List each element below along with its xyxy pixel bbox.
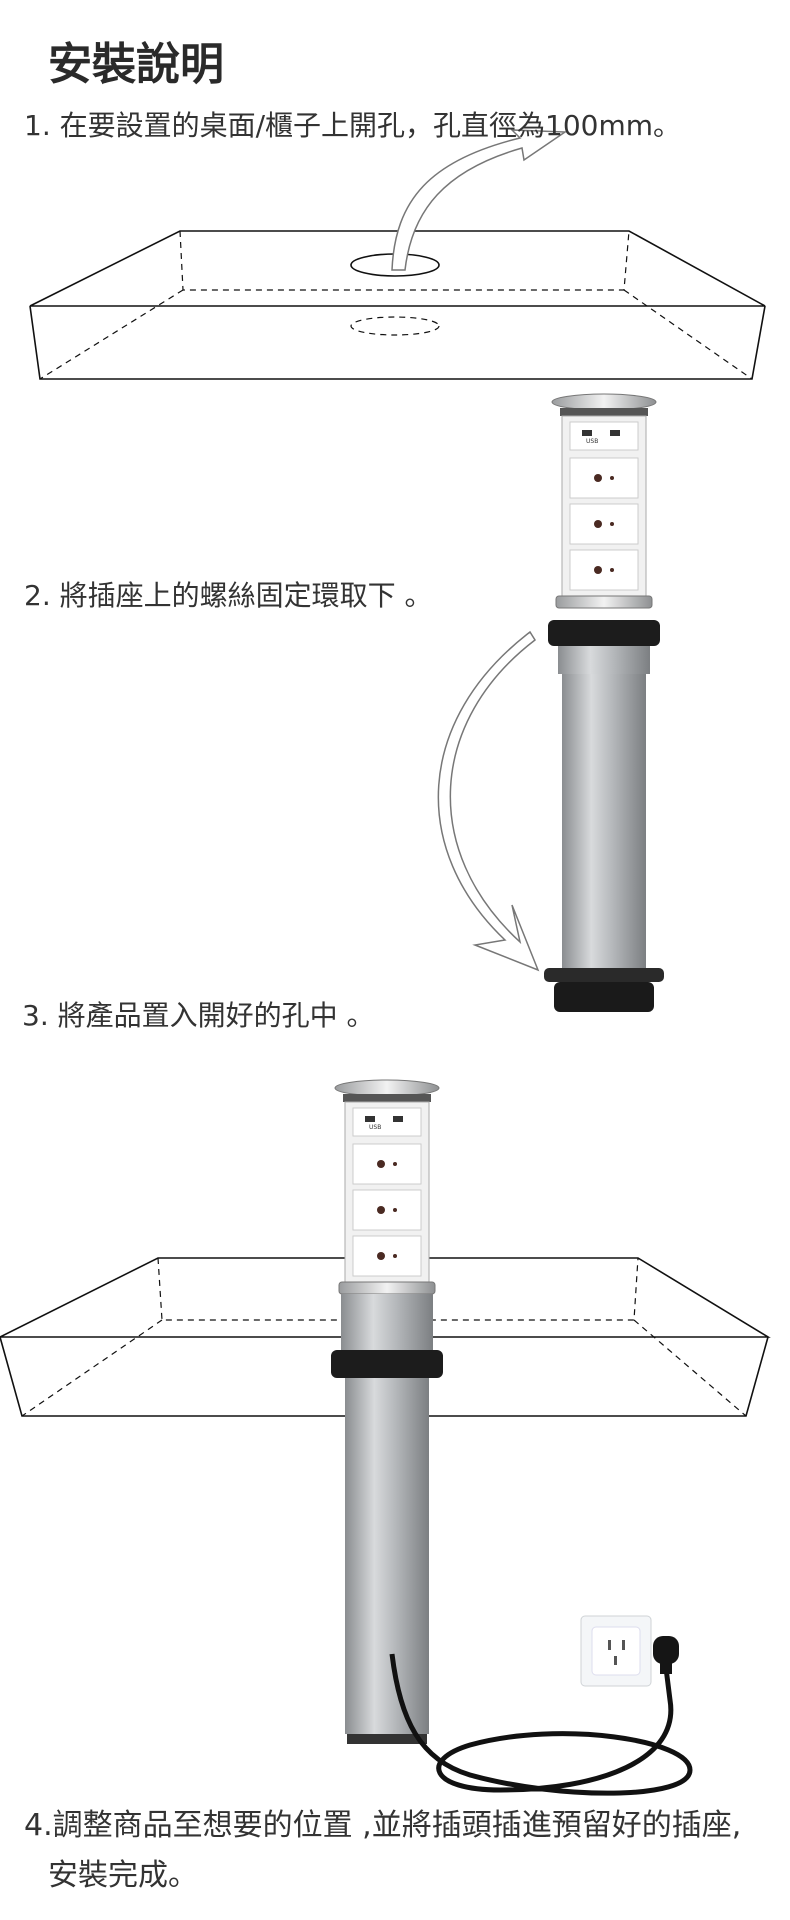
- popup-socket-1: [544, 393, 664, 1012]
- step-1-text: 1. 在要設置的桌面/櫃子上開孔，孔直徑為100mm。: [24, 109, 682, 142]
- usb-label-2: USB: [369, 1124, 382, 1131]
- wall-socket: [580, 1615, 679, 1687]
- power-cable: [389, 1653, 693, 1796]
- step-4-text: 4.調整商品至想要的位置 ,並將插頭插進預留好的插座,: [24, 1808, 742, 1843]
- step-2-text: 2. 將插座上的螺絲固定環取下 。: [24, 579, 433, 612]
- page-title: 安裝說明: [48, 39, 224, 90]
- usb-label: USB: [586, 438, 599, 445]
- step-3-text: 3. 將產品置入開好的孔中 。: [22, 999, 375, 1032]
- step-4-continued-text: 安裝完成。: [48, 1858, 198, 1893]
- arrow-to-hole: [391, 129, 568, 271]
- arrow-down: [437, 630, 540, 972]
- popup-socket-2: [331, 1079, 443, 1744]
